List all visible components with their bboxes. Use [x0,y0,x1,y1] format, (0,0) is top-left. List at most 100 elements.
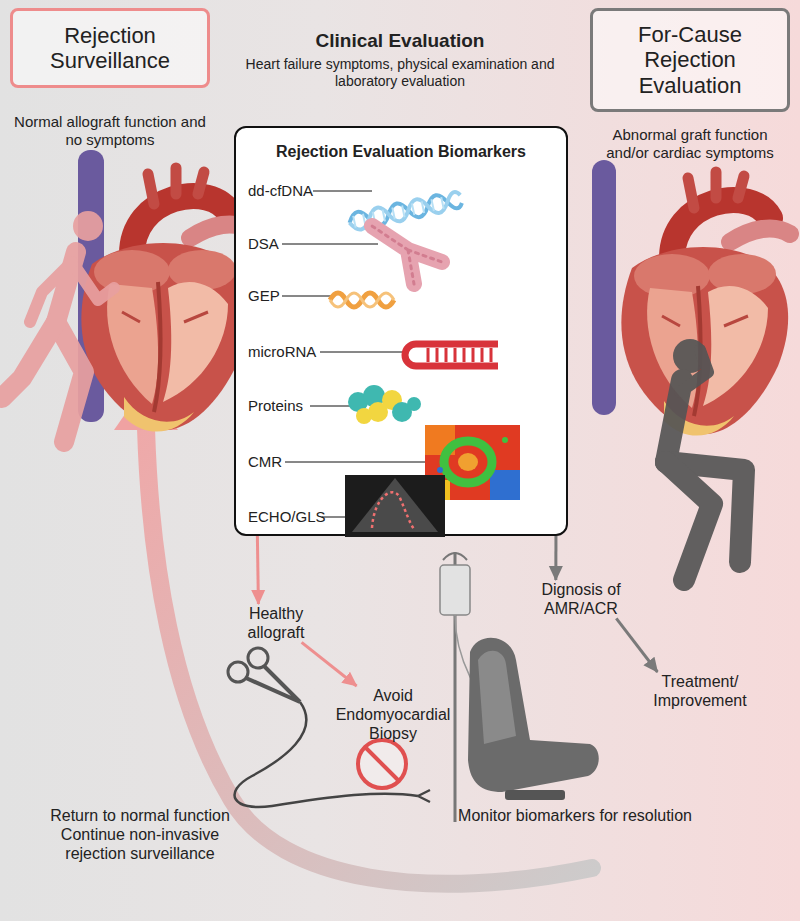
gene-expression-ribbon [330,293,394,307]
node-title: Healthy allograft [236,604,316,642]
biopsy-forceps-part [248,648,268,668]
protein-blob-part [348,392,368,412]
cmr-map-part [502,437,508,443]
flow-arrow [554,536,557,580]
healthy-heart [81,168,250,432]
antibody [372,226,442,284]
dna-helix-part [353,197,444,227]
echo-image-part [372,492,414,529]
node-title: Rejection Surveillance [19,23,201,74]
biopsy-forceps-part [418,790,430,802]
recliner-chair-part [468,638,599,792]
runner-silhouette [2,211,114,442]
status-note: Normal allograft function and no symptom… [10,113,210,149]
cmr-map-part [425,425,455,455]
echo-image-part [345,475,445,537]
protein-blob-part [392,402,412,422]
runner-silhouette-part [72,262,114,300]
no-symbol-part [365,747,399,781]
sitting-person [666,339,744,580]
protein-blob-part [356,408,372,424]
biomarker-label: DSA [248,235,308,253]
leader-lines-part [310,406,350,407]
runner-silhouette-part [56,252,76,322]
outcome-text: Avoid Endomyocardial Biopsy [328,686,458,744]
protein-blob-part [368,402,388,422]
biomarker-label: dd-cfDNA [248,182,338,200]
node-title: For-Cause Rejection Evaluation [599,22,781,98]
iv-pole [440,552,500,822]
process-note: Monitor biomarkers for resolution [425,806,725,825]
node-title: Avoid Endomyocardial Biopsy [328,686,458,744]
leader-lines-part [282,244,378,245]
protein-blob-part [363,385,385,407]
vena-cava [592,160,616,415]
biomarker-label: Proteins [248,397,328,415]
recliner-chair-part [505,790,565,800]
leader-lines-part [313,191,372,192]
leader-lines-part [320,352,404,353]
recliner-chair-part [478,651,516,744]
sitting-person-part [666,462,712,580]
flow-arrow [302,642,357,686]
surveillance-box: Rejection Surveillance [10,8,210,88]
cmr-map-part [444,441,492,483]
sitting-person-part [680,350,708,392]
biomarker-label: microRNA [248,343,338,361]
cmr-map-part [425,425,520,500]
dna-helix [348,190,463,231]
outcome-text: Treatment/ Improvement [644,672,756,710]
biopsy-forceps-part [246,666,300,702]
outcome-text: Dignosis of AMR/ACR [518,580,644,618]
protein-blob-part [382,390,402,410]
runner-silhouette-part [2,322,56,398]
biomarker-label: ECHO/GLS [248,508,338,526]
rejecting-heart [621,172,790,436]
no-symbol [358,740,406,788]
leader-lines-part [285,462,425,463]
protein-blob-part [407,397,421,411]
recliner-chair [468,638,599,800]
gene-expression-ribbon-part [330,293,394,307]
section-heading: Clinical Evaluation [250,30,550,53]
status-note: Abnormal graft function and/or cardiac s… [592,126,788,162]
iv-pole-part [440,565,470,615]
biomarker-label: CMR [248,453,308,471]
protein-blob [348,385,421,424]
flow-arrow [257,536,258,604]
flow-arrow [616,618,657,672]
node-title: Treatment/ Improvement [644,672,756,710]
sitting-person-part [673,339,707,373]
vena-cava [78,150,104,422]
dna-helix-part [348,190,463,231]
runner-silhouette-part [73,211,103,241]
for-cause-box: For-Cause Rejection Evaluation [590,8,790,112]
no-symbol-part [358,740,406,788]
iv-pole-part [443,553,467,560]
node-title: Dignosis of AMR/ACR [518,580,644,618]
dna-helix-part [348,190,463,231]
cmr-map [425,425,520,500]
cmr-map-part [490,470,520,500]
iv-pole-part [455,615,500,720]
microrna-hairpin-part [428,348,491,362]
echo-image-part [352,478,438,532]
gene-expression-ribbon-part [330,293,394,307]
antibody-part [372,226,442,284]
microrna-hairpin-part [405,344,498,366]
microrna-hairpin [405,344,498,366]
echo-image [345,475,445,537]
runner-silhouette-part [30,262,72,322]
section-note: Heart failure symptoms, physical examina… [240,56,560,90]
cmr-map-part [458,453,478,471]
node-title: Rejection Evaluation Biomarkers [276,142,526,161]
process-note: Return to normal function Continue non-i… [35,806,245,864]
cmr-map-part [425,480,450,500]
biopsy-forceps-part [228,662,248,682]
runner-silhouette-part [56,322,84,442]
leader-lines-part [282,296,332,297]
iv-pole-part [454,552,457,822]
